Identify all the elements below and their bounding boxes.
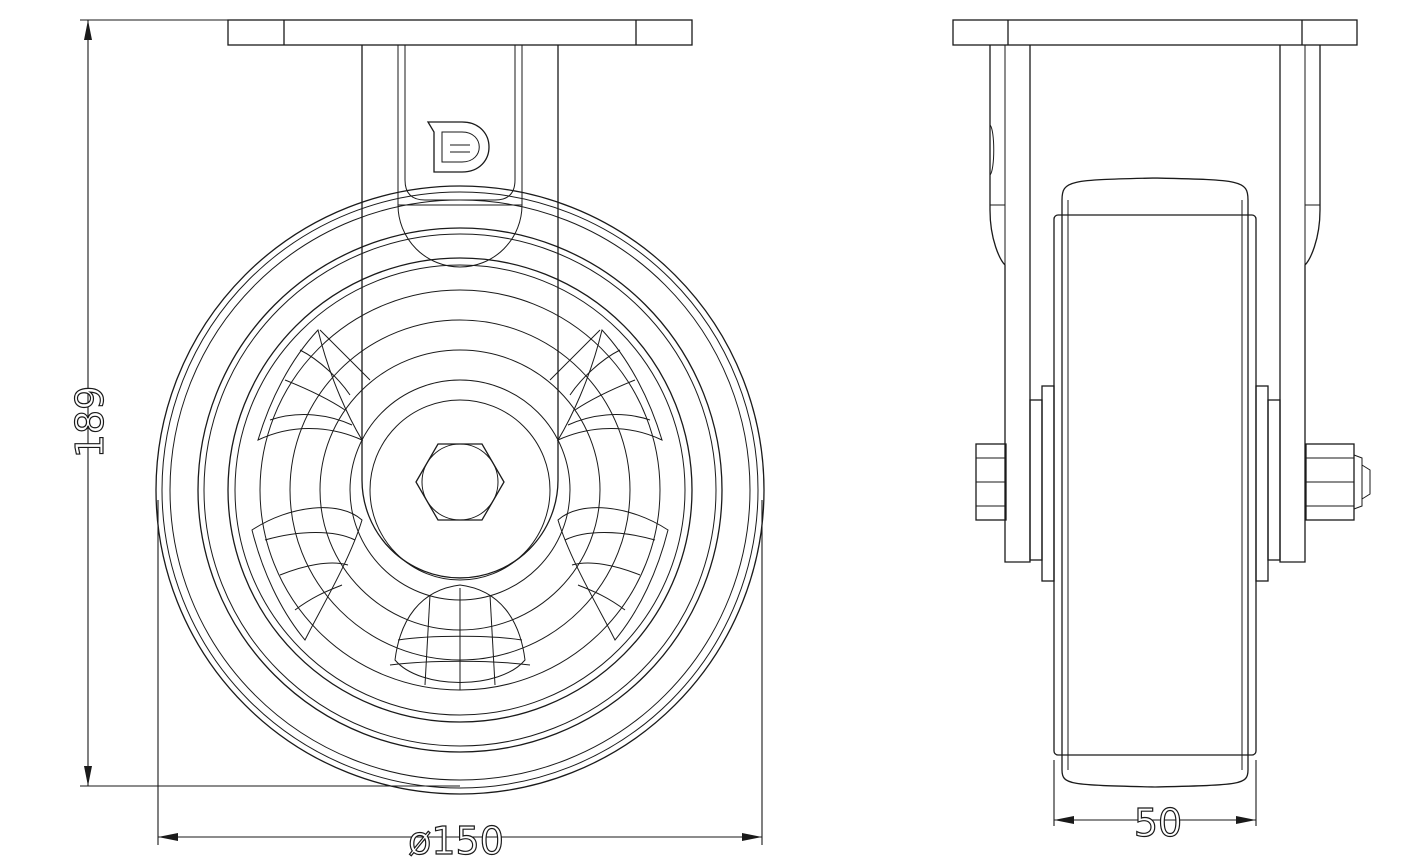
dimension-height-label: 189 xyxy=(68,386,112,459)
fork-leg xyxy=(361,45,559,579)
top-plate xyxy=(227,19,693,46)
wheel-hub-ribs xyxy=(251,328,669,690)
side-view xyxy=(952,19,1371,788)
side-top-plate xyxy=(952,19,1358,46)
side-wheel xyxy=(1053,177,1257,788)
side-axle-nut-left xyxy=(975,443,1007,521)
dimension-diameter-label: ø150 xyxy=(408,819,504,863)
dimension-width xyxy=(1053,760,1257,826)
dimension-diameter xyxy=(157,500,763,845)
dimension-height xyxy=(80,19,460,787)
dimension-width-label: 50 xyxy=(1134,801,1182,845)
front-view xyxy=(155,19,765,795)
side-axle-nut-right xyxy=(1305,443,1371,521)
side-fork-legs xyxy=(989,45,1321,563)
brand-logo xyxy=(426,121,490,173)
axle-hex-nut xyxy=(415,443,505,521)
wheel-tread xyxy=(155,185,765,795)
